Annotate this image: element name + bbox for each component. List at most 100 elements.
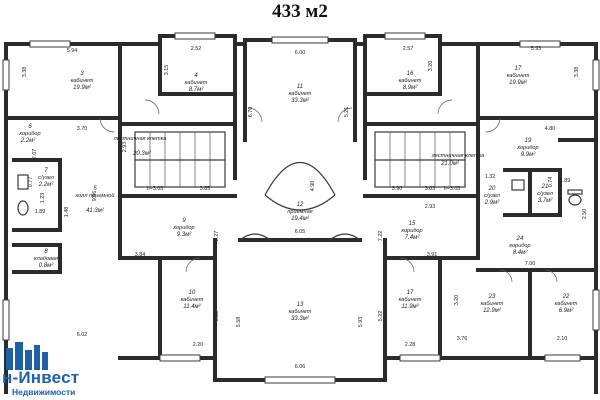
room-num: 12 [297, 202, 304, 208]
room-name: коридор [173, 225, 194, 231]
dimension: 0.74 [548, 177, 554, 188]
room-area: 8.9м² [403, 85, 418, 91]
dimension: h=3.03 [444, 186, 461, 192]
dimension: 2.50 [582, 209, 588, 220]
dimension: 3.20 [454, 295, 460, 306]
room-area: 9.3м² [177, 232, 192, 238]
room-area: 33.3м² [291, 316, 310, 322]
dimension: 1.89 [35, 209, 46, 215]
room-name: с/узел [537, 191, 554, 197]
dimension: 3.38 [22, 67, 28, 78]
dimension: 6.05 [295, 229, 306, 235]
room-area: 21.0м² [440, 161, 460, 167]
room-name: кабинет [399, 297, 422, 303]
dimension: 3.20 [428, 61, 434, 72]
room-name: кабинет [71, 78, 94, 84]
room-name: коридор [517, 145, 538, 151]
dimension: 7.22 [378, 231, 384, 242]
room-area: 12.9м² [483, 308, 502, 314]
room-area: 41.3м² [86, 208, 105, 214]
dimension: 4.80 [545, 126, 556, 132]
room-name: кабинет [507, 73, 530, 79]
dimension: 2.52 [191, 46, 202, 52]
dimension: 7.00 [525, 261, 536, 267]
room-num: 21 [541, 184, 549, 190]
dimension: 2.93 [122, 142, 128, 153]
room-name: кабинет [555, 301, 578, 307]
room-num: 7 [44, 168, 48, 174]
building-icon [6, 342, 48, 370]
dimension: 3.76 [457, 336, 468, 342]
dimension: 5.22 [378, 311, 384, 322]
dimension: 3.90 [392, 186, 403, 192]
room-area: 19.9м² [73, 85, 92, 91]
dimension: 2.07 [32, 149, 38, 160]
room-area: 2.2м² [20, 138, 36, 144]
room-num: 6 [28, 124, 32, 130]
room-name: лестничная клетка [113, 136, 167, 142]
plan-title: 433 м2 [272, 1, 328, 22]
room-area: 7.4м² [405, 235, 420, 241]
room-area: 6.9м² [559, 308, 574, 314]
dimension: 5.22 [214, 311, 220, 322]
dimension: 6.70 [248, 107, 254, 118]
dimension: 2.27 [214, 231, 220, 242]
stair-left [134, 131, 226, 188]
dimension: 2.20 [193, 342, 204, 348]
dimension: 3.85 [200, 186, 211, 192]
room-num: 5 [93, 186, 97, 192]
room-area: 9.9м² [521, 152, 536, 158]
room-area: 11.4м² [183, 304, 201, 310]
room-name: кабинет [289, 309, 312, 315]
company-logo [6, 342, 48, 370]
room-num: 22 [562, 294, 570, 300]
room-name: с/узел [484, 193, 501, 199]
dimension: 3.70 [77, 126, 88, 132]
dimension: 6.06 [295, 364, 306, 370]
room-name: кабинет [185, 80, 208, 86]
room-name: коридор [509, 243, 530, 249]
room-num: 17 [407, 290, 414, 296]
dimension: 1.48 [64, 207, 70, 218]
logo-subtitle: Недвижимости [12, 387, 76, 397]
room-area: 19.9м² [509, 80, 528, 86]
room-area: 33.3м² [291, 98, 310, 104]
dimension: h=3.03 [147, 186, 164, 192]
dimension: 5.93 [358, 317, 364, 328]
windows [2, 32, 600, 384]
dimension: 2.57 [403, 46, 414, 52]
dimension: 5.58 [236, 317, 242, 328]
dimension: 1.89 [560, 178, 571, 184]
room-area: 3.7м² [538, 198, 553, 204]
room-num: 10 [189, 290, 196, 296]
room-name: кабинет [289, 91, 312, 97]
room-num: 16 [407, 71, 414, 77]
room-num: 19 [525, 138, 532, 144]
dimension: 9.66 [92, 191, 98, 202]
dimension: 1.32 [485, 174, 496, 180]
room-area: 2.2м² [38, 182, 54, 188]
room-num: 4 [194, 73, 198, 79]
room-num: 15 [409, 221, 416, 227]
dimension: 3.03 [425, 186, 436, 192]
stair-right [374, 131, 466, 188]
dimension: 2.10 [557, 336, 568, 342]
room-name: коридор [401, 228, 422, 234]
dimension: 3.15 [164, 65, 170, 76]
room-name: с/узел [38, 175, 55, 181]
doors [99, 99, 558, 283]
room-num: 13 [297, 302, 304, 308]
dimension: 5.21 [344, 107, 350, 118]
room-name: кабинет [399, 78, 422, 84]
room-area: 20.3м² [132, 151, 152, 157]
room-name: холл приемной [74, 192, 114, 199]
dimension: 3.38 [574, 67, 580, 78]
room-name: кабинет [181, 297, 204, 303]
dimension: 6.02 [77, 332, 88, 338]
room-area: 8.7м² [189, 87, 204, 93]
room-num: 20 [488, 186, 496, 192]
walls [4, 34, 598, 394]
room-name: кладовая [34, 256, 58, 262]
room-num: 17 [515, 66, 522, 72]
